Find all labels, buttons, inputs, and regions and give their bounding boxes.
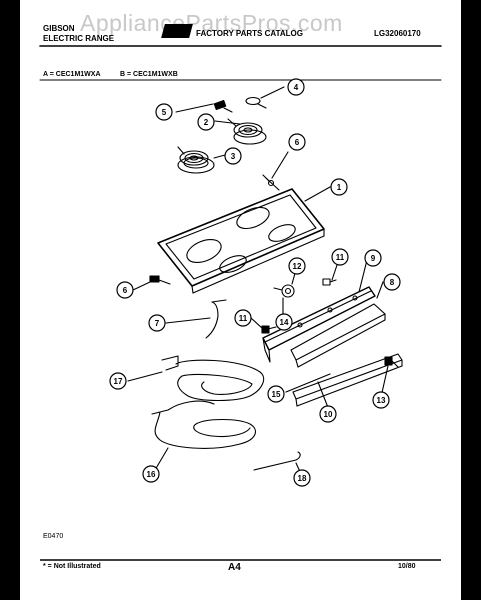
diagram-code: E0470 (43, 533, 64, 540)
brand-line-2: ELECTRIC RANGE (43, 34, 115, 43)
clip-upper (262, 174, 280, 191)
component-13 (384, 356, 399, 368)
callout-label: 16 (147, 470, 156, 479)
callout-label: 13 (377, 396, 386, 405)
sensor-wire (253, 451, 301, 471)
catalog-number: LG32060170 (374, 29, 421, 38)
callout-c6b: 6 (116, 281, 134, 299)
clip-left (149, 275, 171, 285)
callout-label: 5 (162, 108, 167, 117)
broil-element (151, 400, 256, 449)
callout-bubble (288, 257, 306, 275)
indicator-light-upper (322, 278, 337, 286)
callout-c1: 1 (330, 178, 348, 196)
callout-label: 7 (155, 319, 160, 328)
callout-label: 10 (324, 410, 333, 419)
callout-c18: 18 (293, 469, 311, 487)
callout-bubble (116, 281, 134, 299)
callout-bubble (148, 314, 166, 332)
callout-label: 11 (336, 253, 345, 262)
callout-label: 8 (390, 278, 395, 287)
callout-bubble (364, 249, 382, 267)
terminal-block (213, 99, 233, 113)
callout-bubble (267, 385, 285, 403)
callout-c4: 4 (287, 78, 305, 96)
callout-label: 3 (231, 152, 236, 161)
callout-bubble (331, 248, 349, 266)
callout-bubble (293, 469, 311, 487)
callout-bubble (275, 313, 293, 331)
callout-bubble (234, 309, 252, 327)
callout-bubble (109, 372, 127, 390)
not-illustrated-note: * = Not Illustrated (43, 563, 101, 570)
bake-element (161, 355, 265, 401)
surface-element-parts (177, 118, 267, 174)
callout-bubble (288, 133, 306, 151)
callout-c9: 9 (364, 249, 382, 267)
callout-c16: 16 (142, 465, 160, 483)
callout-c12: 12 (288, 257, 306, 275)
callout-label: 9 (371, 254, 376, 263)
callout-c15: 15 (267, 385, 285, 403)
callout-c11a: 11 (331, 248, 349, 266)
brand-line-1: GIBSON (43, 24, 75, 33)
callout-label: 6 (123, 286, 128, 295)
callout-bubble (287, 78, 305, 96)
callout-label: 12 (293, 262, 302, 271)
callout-bubble (224, 147, 242, 165)
callout-bubble (372, 391, 390, 409)
revision-date: 10/80 (398, 563, 416, 570)
callout-label: 6 (295, 138, 300, 147)
callout-bubble (142, 465, 160, 483)
front-strip (292, 353, 403, 407)
backguard-trim (290, 303, 386, 368)
callout-c8: 8 (383, 273, 401, 291)
callout-label: 2 (204, 118, 209, 127)
callout-bubble (319, 405, 337, 423)
callout-bubble (383, 273, 401, 291)
callout-c14: 14 (275, 313, 293, 331)
infinite-switch (273, 284, 295, 298)
callout-c5: 5 (155, 103, 173, 121)
receptacle (245, 96, 267, 109)
callout-bubble (330, 178, 348, 196)
model-a: A = CEC1M1WXA (43, 71, 101, 78)
callout-label: 17 (114, 377, 123, 386)
parts-sheet (20, 0, 461, 600)
page-number: A4 (228, 562, 241, 573)
cooktop-frame (157, 188, 325, 294)
callout-label: 11 (239, 314, 248, 323)
callout-c6a: 6 (288, 133, 306, 151)
callout-label: 15 (272, 390, 281, 399)
callout-label: 18 (298, 474, 307, 483)
callout-label: 4 (294, 83, 299, 92)
wire-harness (205, 299, 227, 339)
watermark-text: AppliancePartsPros.com (80, 10, 343, 36)
callout-label: 1 (337, 183, 342, 192)
callout-c10: 10 (319, 405, 337, 423)
switch-small (261, 325, 277, 334)
callout-c11b: 11 (234, 309, 252, 327)
control-panel (262, 286, 376, 363)
catalog-title: FACTORY PARTS CATALOG (196, 29, 303, 38)
callout-label: 14 (280, 318, 289, 327)
callout-c13: 13 (372, 391, 390, 409)
callout-bubble (197, 113, 215, 131)
callout-c17: 17 (109, 372, 127, 390)
callout-c2: 2 (197, 113, 215, 131)
callout-c3: 3 (224, 147, 242, 165)
callout-bubble (155, 103, 173, 121)
model-b: B = CEC1M1WXB (120, 71, 178, 78)
callout-c7: 7 (148, 314, 166, 332)
